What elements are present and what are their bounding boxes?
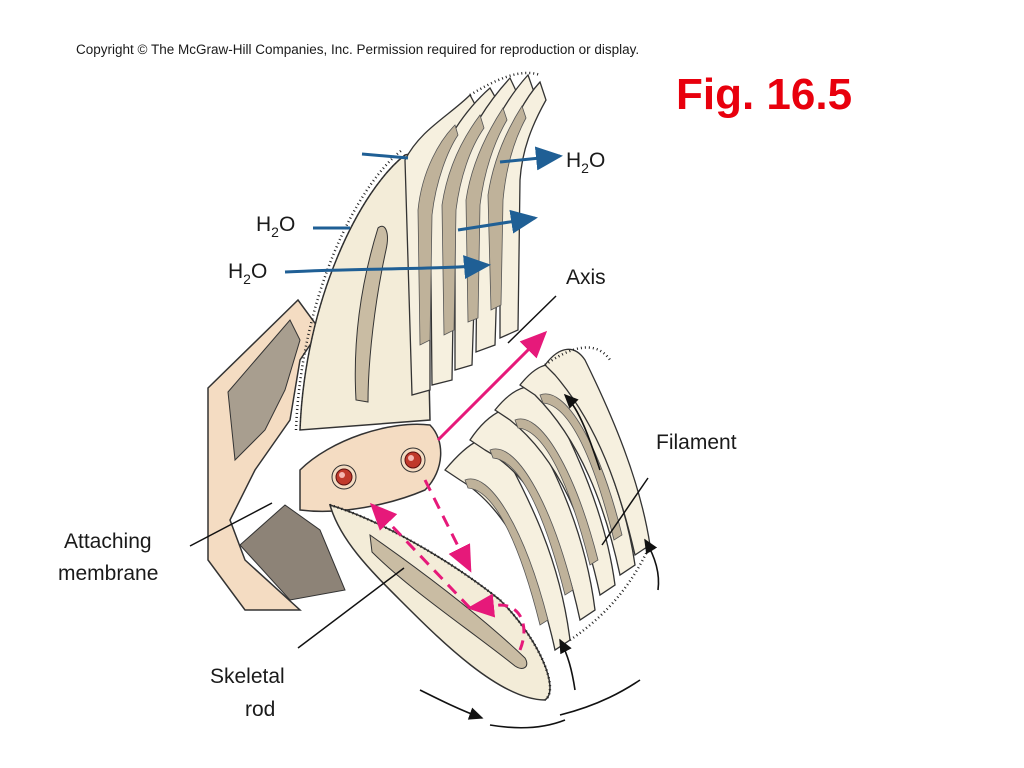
filament-label: Filament [656, 431, 737, 454]
copyright-notice: Copyright © The McGraw-Hill Companies, I… [76, 42, 640, 57]
central-membrane [299, 423, 442, 513]
attaching-membrane-leader-line [189, 502, 273, 547]
water-arrow-top-right [499, 146, 563, 171]
skeletal-rod-leader-line [297, 567, 405, 649]
water-label-left-1: H2O [256, 213, 295, 240]
water-label-top: H2O [566, 149, 605, 176]
water-arrow-mid-right [457, 209, 538, 234]
counterflow-arrow-2 [644, 538, 660, 591]
lower-filament [328, 346, 652, 702]
blood-flow-arrow-up [436, 330, 548, 442]
upper-filament [294, 71, 547, 431]
counterflow-line-bottom [559, 679, 641, 716]
blood-flow-arrow-loop [467, 593, 526, 651]
counterflow-line-bottom-2 [489, 719, 566, 729]
figure-label: Fig. 16.5 [676, 70, 853, 119]
axis-label: Axis [566, 266, 606, 289]
counterflow-arrow-bottom [419, 689, 484, 720]
filament-leader-line [601, 477, 649, 546]
leader-lines [189, 295, 649, 649]
water-arrow-top-left [361, 152, 409, 160]
counterflow-arrow-3 [559, 638, 576, 691]
axis-leader-line [507, 295, 557, 344]
water-arrow-low [284, 255, 491, 280]
water-counterflow-arrows [419, 393, 660, 729]
skeletal-rod-label-line2: rod [245, 698, 275, 721]
blood-flow-arrow-down [423, 479, 472, 573]
blood-flow-arrows [369, 330, 548, 651]
blood-flow-arrow-return [369, 502, 472, 610]
water-flow-arrows [284, 146, 563, 280]
gill-arch [207, 298, 346, 611]
attaching-membrane-label-line1: Attaching [64, 530, 152, 553]
skeletal-rod-label-line1: Skeletal [210, 665, 285, 688]
attaching-membrane-label-line2: membrane [58, 562, 158, 585]
counterflow-arrow-1 [563, 393, 601, 471]
water-label-left-2: H2O [228, 260, 267, 287]
